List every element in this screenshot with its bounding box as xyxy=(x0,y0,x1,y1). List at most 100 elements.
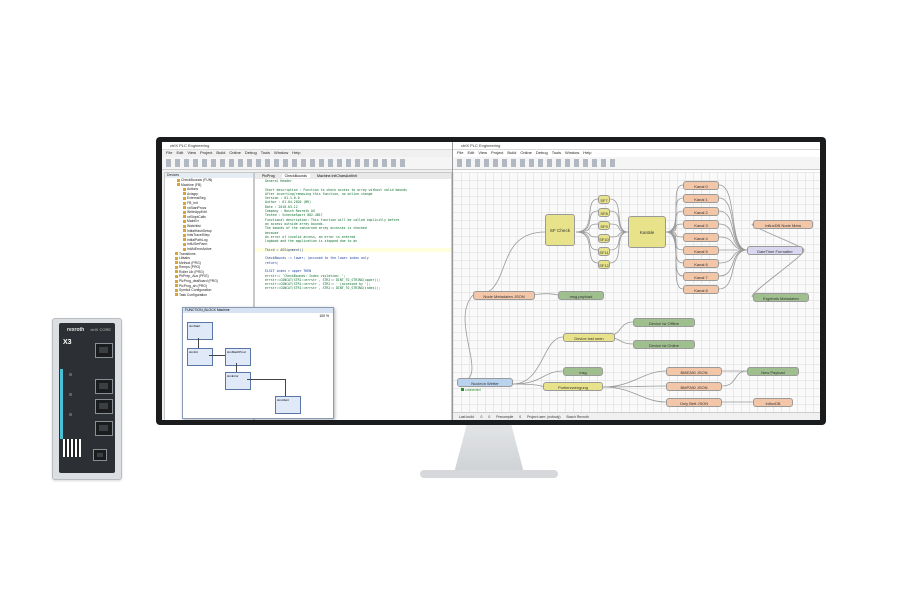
zoom-level[interactable]: 100 % xyxy=(319,314,329,318)
datetime-node[interactable]: DateTime Formatter xyxy=(747,246,803,255)
tree-item[interactable]: Task Configuration xyxy=(165,293,253,298)
tree-item[interactable]: PlcProg_deaBoard (PRG) xyxy=(165,279,253,284)
tree-item[interactable]: Remps (PRG) xyxy=(165,265,253,270)
sf-output-node[interactable]: SF8 xyxy=(598,208,610,217)
tree-item[interactable]: Libtabs xyxy=(165,256,253,261)
bme280-node[interactable]: BME280 JSON xyxy=(666,367,722,376)
toolbar-icons[interactable] xyxy=(457,159,617,167)
tree-item[interactable]: MainErr xyxy=(165,219,253,224)
menu-item[interactable]: View xyxy=(478,150,487,155)
msg-node[interactable]: msg xyxy=(563,367,603,376)
menu-item[interactable]: File xyxy=(457,150,464,155)
node-label: SF9 xyxy=(600,224,608,229)
kanal-node[interactable]: Kanal 8 xyxy=(683,285,719,294)
sf-output-node[interactable]: SF11 xyxy=(598,247,610,256)
tree-item[interactable]: Watchlist xyxy=(165,224,253,229)
menu-item[interactable]: Build xyxy=(507,150,517,155)
tree-item[interactable]: Machine (FB) xyxy=(165,183,253,188)
fbd-block[interactable]: stmStart xyxy=(187,322,213,340)
menu-item[interactable]: Window xyxy=(274,150,289,155)
tree-item[interactable]: InitUSerParm xyxy=(165,242,253,247)
editor-tab[interactable]: Machine.InitCharsAxitInit xyxy=(316,174,357,178)
tree-item[interactable]: InitAtErrorActive xyxy=(165,247,253,252)
fbd-block[interactable]: stmMachProd xyxy=(225,348,251,366)
sf-output-node[interactable]: SF9 xyxy=(598,221,610,230)
menu-item[interactable]: Online xyxy=(520,150,532,155)
code-lines[interactable]: General Header Short description : Funct… xyxy=(255,179,451,291)
menu-item[interactable]: Help xyxy=(292,150,301,155)
menu-item[interactable]: Debug xyxy=(535,150,548,155)
tree-item[interactable]: Roller Lib (PRG) xyxy=(165,270,253,275)
kanal-node[interactable]: Kanal 1 xyxy=(683,194,719,203)
menu-item[interactable]: Online xyxy=(229,150,241,155)
tree-item[interactable]: Actions xyxy=(165,187,253,192)
node-label: Kanal 2 xyxy=(694,210,708,215)
editor-tab[interactable]: CheckBounds xyxy=(281,174,310,178)
kanal-node[interactable]: Kanal 5 xyxy=(683,246,719,255)
kanal-node[interactable]: Kanal 7 xyxy=(683,272,719,281)
tree-item[interactable]: FB_Init xyxy=(165,201,253,206)
device-online-node[interactable]: Device ist Online xyxy=(633,340,695,349)
tree-item[interactable]: Method (PRG) xyxy=(165,261,253,266)
code-line: errstr:=CONCAT(STR1:=errstr , STR2:= DIN… xyxy=(265,277,381,282)
editor-tab[interactable]: PlcProg xyxy=(262,174,275,178)
bmp280-node[interactable]: BMP280 JSON xyxy=(666,382,722,391)
menu-item[interactable]: File xyxy=(166,150,173,155)
influxdb-node[interactable]: InfluxDB xyxy=(753,398,793,407)
tree-item[interactable]: ExternalSeg xyxy=(165,196,253,201)
node-meta-json-node[interactable]: Node Metadaten JSON xyxy=(473,291,535,300)
device-offline-node[interactable]: Device ist Offline xyxy=(633,318,695,327)
menu-item[interactable]: View xyxy=(187,150,196,155)
menu-item[interactable]: Tools xyxy=(551,150,562,155)
influx-meta-node[interactable]: InfluxDB Node Meta xyxy=(753,220,813,229)
kanal-node[interactable]: Kanal 0 xyxy=(683,181,719,190)
node-label: Kanal 3 xyxy=(694,223,708,228)
fbd-block[interactable]: stmError xyxy=(225,372,251,390)
tree-item[interactable]: WriteAppEdit xyxy=(165,210,253,215)
menu-item[interactable]: Debug xyxy=(244,150,257,155)
ergebnis-node[interactable]: Ergebnis Metadaten xyxy=(753,293,809,302)
kanal-node[interactable]: Kanal 2 xyxy=(683,207,719,216)
fbd-block[interactable]: stmAbort xyxy=(275,396,301,414)
nucleon-wetter-node[interactable]: Nucleon Wetter xyxy=(457,378,513,387)
tree-item[interactable]: CheckBounds (FUN) xyxy=(165,178,253,183)
menu-item[interactable]: Project xyxy=(199,150,213,155)
menu-item[interactable]: Tools xyxy=(260,150,271,155)
tree-item[interactable]: xxStoptCalls xyxy=(165,215,253,220)
toolbar-icons[interactable] xyxy=(166,159,406,167)
tree-item[interactable]: InitialPathLog xyxy=(165,238,253,243)
only-bett-node[interactable]: Only Bett JSON xyxy=(666,398,722,407)
tree-item[interactable]: PlcProg_ah (PRG) xyxy=(165,284,253,289)
ctrl-device: rexroth ctrlX CORE X3 xyxy=(52,318,122,480)
fbd-block[interactable]: stmInit xyxy=(187,348,213,366)
menu-item[interactable]: Window xyxy=(565,150,580,155)
menu-item[interactable]: Build xyxy=(216,150,226,155)
tree-item[interactable]: Transitions xyxy=(165,252,253,257)
kanal-node[interactable]: Kanal 3 xyxy=(683,220,719,229)
sf-output-node[interactable]: SF7 xyxy=(598,195,610,204)
kanal-node[interactable]: Kanal 6 xyxy=(683,259,719,268)
fbd-block-label: stmInit xyxy=(189,350,198,354)
kanale-node[interactable]: Kanäle xyxy=(628,216,666,248)
menu-item[interactable]: Edit xyxy=(467,150,475,155)
tree-item[interactable]: InitsTravelStep xyxy=(165,233,253,238)
new-payload-node[interactable]: New Payload xyxy=(747,367,799,376)
sf-output-node[interactable]: SF10 xyxy=(598,234,610,243)
tree-item[interactable]: xxStartProcs xyxy=(165,206,253,211)
status-item: Precompile xyxy=(496,415,514,419)
menu-item[interactable]: Help xyxy=(583,150,592,155)
sf-output-node[interactable]: SF12 xyxy=(598,260,610,269)
tree-item[interactable]: Symbol Configuration xyxy=(165,288,253,293)
tree-item[interactable]: Axisgrp xyxy=(165,192,253,197)
kanal-node[interactable]: Kanal 4 xyxy=(683,233,719,242)
portierzwengung-node[interactable]: Portierzwengung xyxy=(543,382,603,391)
sf-check-node[interactable]: SF Check xyxy=(545,214,575,246)
tree-item[interactable]: PhPrep_Aus (PRG) xyxy=(165,274,253,279)
tree-item[interactable]: InitialHashSetup xyxy=(165,229,253,234)
menu-item[interactable]: Project xyxy=(490,150,504,155)
device-last-seen-node[interactable]: Device last seen xyxy=(563,333,615,342)
menu-item[interactable]: Edit xyxy=(176,150,184,155)
msg-payload-node[interactable]: msg.payload xyxy=(558,291,604,300)
